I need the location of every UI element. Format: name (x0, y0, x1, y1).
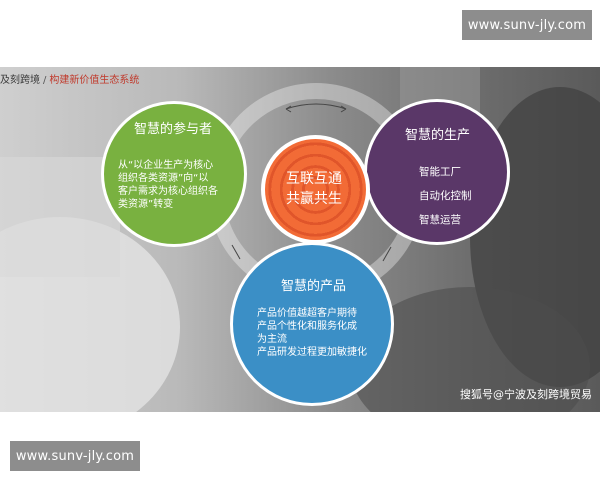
source-credit: 搜狐号@宁波及刻跨境贸易 (460, 388, 592, 401)
products-line: 产品研发过程更加敏捷化 (257, 347, 367, 358)
arrow-right-icon (382, 246, 392, 262)
participants-line: 从“以企业生产为核心 (118, 160, 214, 171)
participants-line: 组织各类资源”向“以 (118, 173, 209, 184)
diagram-canvas: 及刻跨境/构建新价值生态系统 智慧的参与者 从“以企业生产为核心 组织各类资源”… (0, 67, 600, 412)
products-line: 产品个性化和服务化成 (257, 321, 357, 332)
breadcrumb: 及刻跨境/构建新价值生态系统 (0, 71, 139, 86)
arrow-top-icon (285, 103, 347, 110)
breadcrumb-separator: / (43, 75, 47, 86)
production-title: 智慧的生产 (405, 128, 471, 143)
products-title: 智慧的产品 (281, 279, 347, 294)
production-item: 自动化控制 (419, 190, 472, 202)
production-circle: 智慧的生产 智能工厂 自动化控制 智慧运营 (364, 99, 510, 245)
participants-circle: 智慧的参与者 从“以企业生产为核心 组织各类资源”向“以 客户需求为核心组织各 … (101, 101, 247, 247)
breadcrumb-current: 构建新价值生态系统 (49, 75, 140, 86)
center-line-2: 共赢共生 (286, 191, 342, 207)
participants-body: 从“以企业生产为核心 组织各类资源”向“以 客户需求为核心组织各 类资源”转变 (118, 159, 218, 211)
arrow-left-icon (231, 244, 241, 260)
products-circle: 智慧的产品 产品价值越超客户期待 产品个性化和服务化成 为主流 产品研发过程更加… (230, 242, 394, 406)
production-item: 智能工厂 (419, 166, 461, 178)
products-line: 为主流 (257, 334, 287, 345)
products-line: 产品价值越超客户期待 (257, 308, 357, 319)
center-line-1: 互联互通 (286, 171, 342, 187)
participants-line: 客户需求为核心组织各 (118, 186, 218, 197)
center-circle: 互联互通 共赢共生 (261, 135, 370, 244)
products-body: 产品价值越超客户期待 产品个性化和服务化成 为主流 产品研发过程更加敏捷化 (257, 307, 367, 359)
breadcrumb-section: 及刻跨境 (0, 75, 40, 86)
watermark-top: www.sunv-jly.com (462, 10, 592, 40)
production-item: 智慧运营 (419, 214, 461, 226)
participants-line: 类资源”转变 (118, 199, 174, 210)
watermark-bottom: www.sunv-jly.com (10, 441, 140, 471)
participants-title: 智慧的参与者 (134, 122, 213, 137)
production-body: 智能工厂 自动化控制 智慧运营 (419, 160, 472, 232)
